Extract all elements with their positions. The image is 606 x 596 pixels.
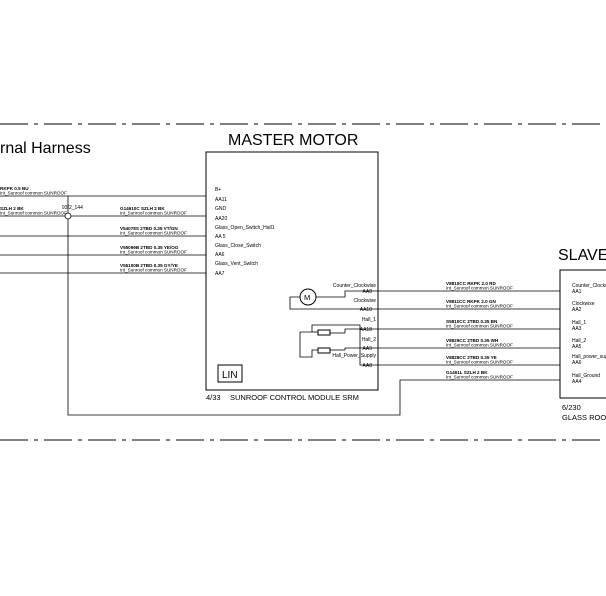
- master-motor-title: MASTER MOTOR: [228, 132, 358, 149]
- slave-pin-number: AA5: [572, 344, 582, 350]
- slave-module-box: [559, 269, 606, 399]
- slave-ref: 6/230: [562, 403, 581, 412]
- slave-pin-number: AA1: [572, 289, 582, 295]
- right-wire-code: V8828CC 2TBD 0.35 YE: [446, 355, 497, 360]
- slave-pin-name: Hall_power_sup: [572, 354, 606, 360]
- slave-pin-name: Hall_Ground: [572, 373, 600, 379]
- slave-pin-number: AA6: [572, 360, 582, 366]
- slave-title: SLAVE: [558, 247, 606, 264]
- master-pin-label: Glass_Vent_Switch: [215, 261, 258, 267]
- master-right-pin-number: AA18: [360, 327, 372, 333]
- hall-sensor-bus: [299, 332, 318, 358]
- left-wire-sub: Int_Sunroof common SUNROOF: [120, 211, 187, 216]
- master-pin-label: Glass_Open_Switch_Hall1: [215, 225, 275, 231]
- master-right-pin-name: Hall_2: [362, 337, 376, 343]
- slave-pin-name: Hall_1: [572, 320, 586, 326]
- left-wire-code: G14610C SZLH 2 BK: [120, 206, 165, 211]
- left-wire-sub: Int_Sunroof common SUNROOF: [0, 211, 67, 216]
- left-wire-code: SZLH 2 BK: [0, 206, 24, 211]
- hall-sensor-1-icon: [317, 329, 331, 336]
- right-wire-sub: Int_Sunroof common SUNROOF: [446, 343, 513, 348]
- left-wire-code: V54078S 2TBD 0.35 VT/GN: [120, 226, 178, 231]
- lin-label: LIN: [222, 370, 238, 381]
- harness-title: rnal Harness: [0, 140, 91, 157]
- left-wire-sub: Int_Sunroof common SUNROOF: [120, 268, 187, 273]
- hall1-link: [344, 328, 378, 333]
- master-pin-label: AA20: [215, 216, 227, 222]
- right-wire-code: V8810CC RKPK 2.0 RD: [446, 281, 496, 286]
- right-wire-sub: Int_Sunroof common SUNROOF: [446, 324, 513, 329]
- hall-sensor-2-icon: [317, 347, 331, 354]
- right-wire-code: S5810CC 2TBD 0.35 BN: [446, 319, 498, 324]
- master-right-pin-name: Counter_Clockwise: [333, 283, 376, 289]
- master-pin-label: AA6: [215, 252, 225, 258]
- master-right-pin-number: AA8: [363, 289, 373, 295]
- motor-cw-link: [289, 296, 378, 310]
- right-wire-code: V8829CC 2TBD 0.35 WH: [446, 338, 499, 343]
- slave-pin-name: Counter_Clockw: [572, 283, 606, 289]
- left-wire-code: V55099B 2TBD 0.35 YE/OG: [120, 245, 179, 250]
- right-wire-sub: Int_Sunroof common SUNROOF: [446, 375, 513, 380]
- master-right-pin-name: Hall_1: [362, 317, 376, 323]
- master-pin-label: AA11: [215, 197, 227, 203]
- right-wire-sub: Int_Sunroof common SUNROOF: [446, 304, 513, 309]
- master-right-pin-number: AA9: [363, 346, 373, 352]
- splice-label: 93/2_144: [62, 205, 83, 211]
- splice-node: [64, 212, 72, 220]
- master-module-box: [205, 151, 379, 391]
- master-caption: SUNROOF CONTROL MODULE SRM: [230, 393, 359, 402]
- left-wire-sub: Int_Sunroof common SUNROOF: [120, 250, 187, 255]
- hall-sensor-bus-3: [300, 324, 330, 333]
- hall-supply-link: [330, 324, 378, 366]
- slave-pin-number: AA3: [572, 326, 582, 332]
- right-wire-sub: Int_Sunroof common SUNROOF: [446, 360, 513, 365]
- lin-box: [217, 364, 243, 383]
- right-wire-code: V8811CC RKPK 2.0 GN: [446, 299, 496, 304]
- ground-return-wire: [67, 219, 560, 416]
- right-wire-code: G1461L SZLH 2 BK: [446, 370, 488, 375]
- motor-ccw-link: [316, 290, 378, 298]
- left-wire-code: RKPK 0.5 BU: [0, 186, 29, 191]
- master-right-pin-number: AA8: [363, 363, 373, 369]
- master-pin-label: GND: [215, 206, 227, 212]
- master-pin-label: AA 5: [215, 234, 226, 240]
- left-wire-sub: Int_Sunroof common SUNROOF: [120, 231, 187, 236]
- slave-pin-number: AA4: [572, 379, 582, 385]
- master-right-pin-number: AA10: [360, 307, 372, 313]
- left-wire-code: V55100B 2TBD 0.35 GY/YE: [120, 263, 178, 268]
- master-pin-label: AA7: [215, 271, 225, 277]
- left-wire-sub: Int_Sunroof common SUNROOF: [0, 191, 67, 196]
- right-wire-sub: Int_Sunroof common SUNROOF: [446, 286, 513, 291]
- master-right-pin-name: Clockwise: [353, 298, 376, 304]
- master-pin-label: B+: [215, 187, 221, 193]
- slave-pin-number: AA2: [572, 307, 582, 313]
- hall2-link: [344, 347, 378, 350]
- master-right-pin-name: Hall_Power_Supply: [332, 353, 376, 359]
- master-pin-label: Glass_Close_Switch: [215, 243, 261, 249]
- motor-symbol: M: [304, 293, 310, 302]
- slave-pin-name: Clockwise: [572, 301, 595, 307]
- master-ref: 4/33: [206, 393, 221, 402]
- slave-pin-name: Hall_2: [572, 338, 586, 344]
- slave-caption: GLASS ROO: [562, 413, 606, 422]
